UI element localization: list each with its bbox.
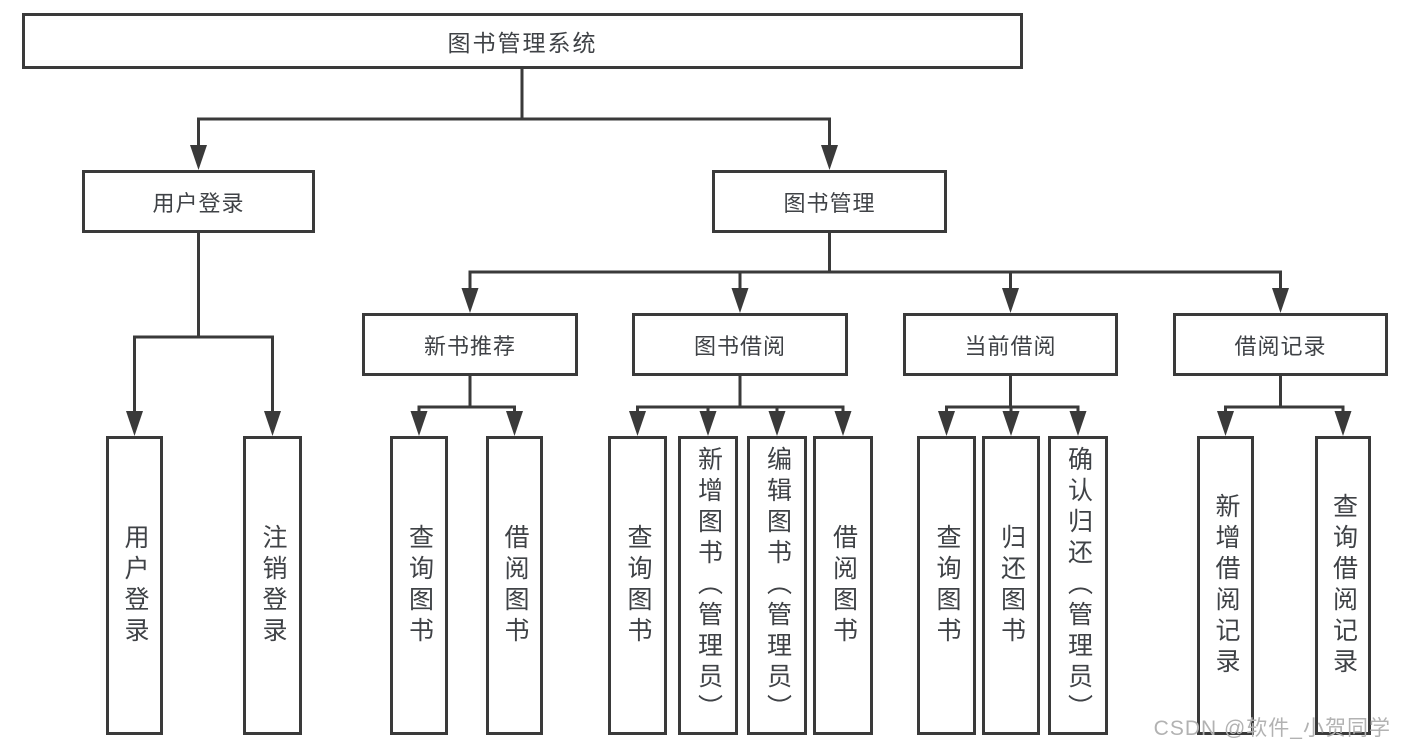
leaf-label: 查询图书 xyxy=(624,523,652,648)
node-label: 图书管理 xyxy=(783,190,876,216)
leaf-borrow-books-borrowing: 借阅图书 xyxy=(813,436,873,735)
node-label: 用户登录 xyxy=(152,190,245,216)
node-book-management: 图书管理 xyxy=(712,170,947,233)
leaf-logout: 注销登录 xyxy=(243,436,302,735)
csdn-watermark: CSDN @软件_小贺同学 xyxy=(1153,717,1391,740)
leaf-label: 借阅图书 xyxy=(829,523,858,648)
node-label: 新书推荐 xyxy=(423,333,516,359)
leaf-user-login: 用户登录 xyxy=(106,436,163,735)
leaf-label: 编辑图书（管理员） xyxy=(763,446,792,725)
node-label: 图书管理系统 xyxy=(447,30,598,56)
leaf-query-books-borrowing: 查询图书 xyxy=(608,436,667,735)
leaf-label: 查询图书 xyxy=(933,523,961,648)
leaf-edit-books-admin: 编辑图书（管理员） xyxy=(747,436,807,735)
node-label: 借阅记录 xyxy=(1234,333,1327,359)
leaf-label: 新增图书（管理员） xyxy=(694,446,723,725)
node-label: 图书借阅 xyxy=(693,333,786,359)
leaf-query-borrow-record: 查询借阅记录 xyxy=(1315,436,1371,735)
node-library-system: 图书管理系统 xyxy=(22,13,1023,69)
leaf-add-books-admin: 新增图书（管理员） xyxy=(678,436,738,735)
leaf-add-borrow-record: 新增借阅记录 xyxy=(1197,436,1254,735)
node-borrowing-records: 借阅记录 xyxy=(1173,313,1388,376)
node-book-borrowing: 图书借阅 xyxy=(632,313,848,376)
leaf-label: 注销登录 xyxy=(259,523,287,648)
leaf-return-books: 归还图书 xyxy=(982,436,1040,735)
leaf-label: 查询图书 xyxy=(405,523,434,648)
node-label: 当前借阅 xyxy=(964,333,1057,359)
node-user-login: 用户登录 xyxy=(82,170,315,233)
leaf-label: 借阅图书 xyxy=(501,523,529,648)
leaf-confirm-return-admin: 确认归还（管理员） xyxy=(1048,436,1108,735)
leaf-label: 查询借阅记录 xyxy=(1329,492,1358,679)
leaf-label: 归还图书 xyxy=(997,523,1026,648)
leaf-query-books-recommend: 查询图书 xyxy=(390,436,448,735)
node-new-book-recommend: 新书推荐 xyxy=(362,313,578,376)
leaf-query-books-current: 查询图书 xyxy=(917,436,976,735)
node-current-borrowing: 当前借阅 xyxy=(903,313,1118,376)
leaf-label: 新增借阅记录 xyxy=(1212,492,1240,679)
leaf-borrow-books-recommend: 借阅图书 xyxy=(486,436,543,735)
leaf-label: 确认归还（管理员） xyxy=(1064,446,1093,725)
leaf-label: 用户登录 xyxy=(121,523,149,648)
